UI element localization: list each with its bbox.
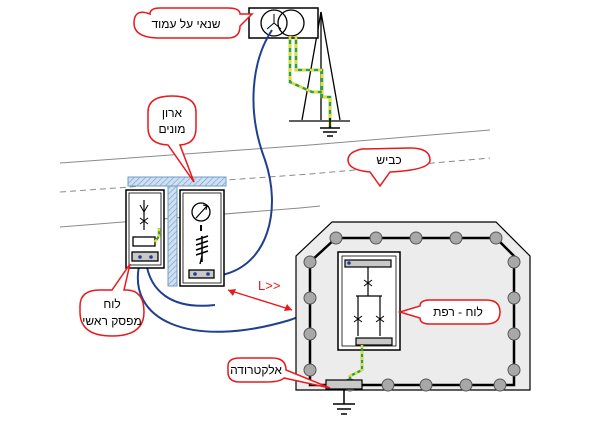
distance-marker-text: L>> xyxy=(258,278,280,293)
meter-cabinet-ground-bar xyxy=(188,269,215,279)
main-panel-ground-bar xyxy=(131,251,159,262)
distance-marker: L>> xyxy=(227,278,293,311)
cable-transformer-to-meter xyxy=(221,29,273,276)
callout-pole-transformer: שנאי על עמוד xyxy=(133,7,254,39)
callout-electrode-text: אלקטרודה xyxy=(230,363,282,377)
t-support-structure xyxy=(127,176,227,287)
callout-road-text: כביש xyxy=(376,153,401,167)
callout-meter-cabinet-line2: מונים xyxy=(158,122,185,136)
callout-road: כביש xyxy=(347,147,431,188)
callout-electrode: אלקטרודה xyxy=(227,357,331,389)
callout-floor-panel: לוח - רפת xyxy=(397,299,501,325)
callout-main-breaker-line2: מפסק ראשי xyxy=(82,314,141,328)
callout-pole-transformer-text: שנאי על עמוד xyxy=(151,17,220,31)
cable-meter-to-main xyxy=(145,261,216,307)
main-breaker-panel xyxy=(125,189,165,269)
pole-transformer xyxy=(248,7,350,137)
callout-meter-cabinet-line1: ארון xyxy=(162,106,183,120)
callout-floor-panel-text: לוח - רפת xyxy=(433,305,483,319)
meter-cabinet xyxy=(179,189,225,287)
callout-main-breaker-line1: לוח xyxy=(103,297,120,311)
callout-meter-cabinet: ארון מונים xyxy=(147,95,197,183)
callout-main-breaker: לוח מפסק ראשי xyxy=(79,263,145,337)
road xyxy=(59,129,491,228)
floor-panel xyxy=(337,251,401,385)
electrode-ground-symbol xyxy=(325,379,363,415)
floor-panel-ground-bar xyxy=(355,337,393,346)
pole-ground-symbol xyxy=(320,118,340,137)
floor-panel-top-bar xyxy=(344,259,392,268)
